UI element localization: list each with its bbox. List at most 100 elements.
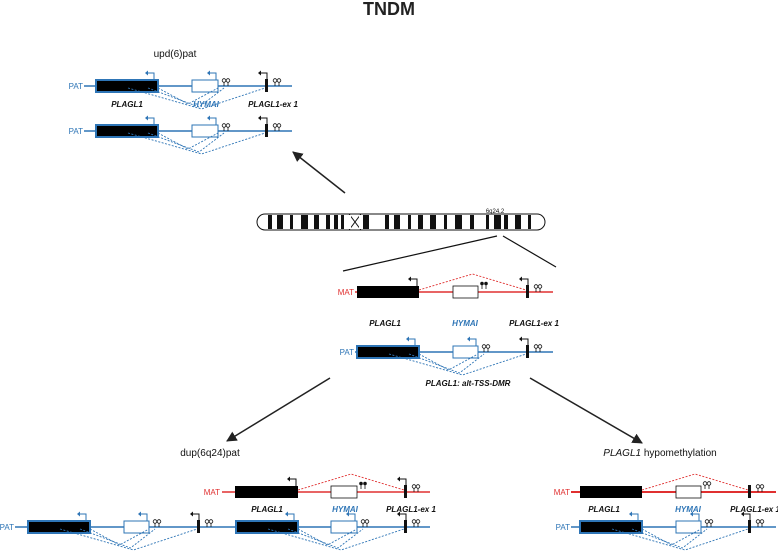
plagl1-ex1-bar bbox=[748, 485, 751, 498]
methylated-cpg-head bbox=[363, 481, 367, 486]
dup-hymai-label: HYMAI bbox=[332, 505, 359, 514]
plagl1-exon-block bbox=[579, 520, 643, 534]
ex1-tss-arrow-head bbox=[519, 276, 522, 282]
splice-ex1 bbox=[388, 353, 527, 376]
chromosome-band bbox=[515, 215, 521, 229]
chromosome-band bbox=[430, 215, 436, 229]
hymai-tss-arrow bbox=[349, 513, 356, 521]
chromosome-band bbox=[341, 215, 344, 229]
chromosome-band bbox=[277, 215, 283, 229]
hypo-pat-track bbox=[571, 511, 776, 551]
unmethylated-cpg-head bbox=[156, 519, 162, 524]
chromosome-band-label: 6q24.2 bbox=[486, 209, 505, 215]
ex1-tss-arrow-head bbox=[190, 511, 193, 517]
unmethylated-cpg-head bbox=[208, 519, 214, 524]
hymai-tss-arrow-head bbox=[207, 115, 210, 121]
plagl1-tss-arrow-head bbox=[406, 336, 409, 342]
unmethylated-cpg-head bbox=[704, 519, 710, 524]
methylated-cpg-head bbox=[484, 281, 488, 286]
ex1-tss-arrow-head bbox=[397, 476, 400, 482]
upd-pat-label-1: PAT bbox=[69, 82, 83, 91]
chromosome-6-ideogram bbox=[256, 213, 546, 231]
plagl1-ex1-bar bbox=[265, 79, 268, 92]
ex1-tss-arrow-head bbox=[741, 511, 744, 517]
plagl1-exon-block bbox=[27, 520, 91, 534]
plagl1-tss-arrow-head bbox=[408, 276, 411, 282]
plagl1-tss-arrow bbox=[409, 338, 416, 346]
chromosome-band bbox=[504, 215, 508, 229]
splice-hymai bbox=[157, 132, 219, 150]
splice-alt bbox=[631, 528, 708, 549]
splice-alt bbox=[147, 87, 225, 108]
dup-panel-label: dup(6q24)pat bbox=[180, 448, 240, 459]
upd-pat-label-2: PAT bbox=[69, 127, 83, 136]
ex1-tss-arrow bbox=[261, 117, 268, 125]
zoom-line-right bbox=[502, 235, 557, 268]
unmethylated-cpg-head bbox=[537, 344, 543, 349]
ex1-tss-arrow bbox=[400, 513, 407, 521]
ex1-tss-arrow-head bbox=[258, 115, 261, 121]
splice-alt bbox=[408, 353, 485, 374]
chromosome-band bbox=[362, 215, 369, 229]
ex1-tss-arrow-head bbox=[258, 70, 261, 76]
splice-ex1 bbox=[267, 528, 405, 551]
unmethylated-cpg-head bbox=[276, 78, 282, 83]
maternal-splice-arc bbox=[297, 473, 405, 491]
plagl1-exon-block bbox=[357, 286, 419, 298]
plagl1-tss-arrow-head bbox=[287, 476, 290, 482]
hypo-plagl1-ex1-label: PLAGL1-ex 1 bbox=[730, 505, 778, 514]
plagl1-tss-arrow bbox=[80, 513, 87, 521]
ex1-tss-arrow-head bbox=[519, 336, 522, 342]
chromosome-band bbox=[326, 215, 330, 229]
diagram-title: TNDM bbox=[363, 0, 415, 19]
maternal-splice-arc bbox=[641, 473, 749, 491]
hymai-box bbox=[675, 485, 702, 499]
unmethylated-cpg-head bbox=[533, 284, 539, 289]
chromosome-band bbox=[444, 215, 447, 229]
splice-hymai bbox=[297, 528, 358, 546]
plagl1-tss-arrow-head bbox=[285, 511, 288, 517]
unmethylated-cpg-head bbox=[411, 484, 417, 489]
center-mat-label: MAT bbox=[338, 288, 354, 297]
unmethylated-cpg-head bbox=[481, 344, 487, 349]
chromosome-band bbox=[314, 215, 319, 229]
hymai-tss-arrow-head bbox=[690, 511, 693, 517]
unmethylated-cpg-head bbox=[706, 481, 712, 486]
centromere-gap bbox=[359, 215, 363, 229]
plagl1-exon-block bbox=[235, 486, 298, 498]
hypomethylation-text: hypomethylation bbox=[641, 448, 717, 459]
splice-alt bbox=[287, 528, 364, 549]
zoom-line-left bbox=[342, 235, 498, 272]
unmethylated-cpg-head bbox=[360, 519, 366, 524]
unmethylated-cpg-head bbox=[152, 519, 158, 524]
upd-plagl1-label: PLAGL1 bbox=[111, 100, 143, 109]
hymai-box bbox=[452, 345, 479, 359]
dup-plagl1-ex1-label: PLAGL1-ex 1 bbox=[386, 505, 436, 514]
hymai-box bbox=[452, 285, 479, 299]
unmethylated-cpg-head bbox=[415, 484, 421, 489]
hymai-box bbox=[191, 79, 219, 93]
arrow-to-upd bbox=[292, 151, 346, 194]
center-plagl1-label: PLAGL1 bbox=[369, 319, 401, 328]
dup-pat-label: PAT bbox=[0, 523, 14, 532]
unmethylated-cpg-head bbox=[221, 123, 227, 128]
plagl1-tss-arrow-head bbox=[629, 511, 632, 517]
centromere-gap bbox=[347, 215, 351, 229]
chromosome-band bbox=[455, 215, 462, 229]
unmethylated-cpg-head bbox=[221, 78, 227, 83]
plagl1-exon-block bbox=[580, 486, 642, 498]
plagl1-tss-arrow bbox=[290, 478, 297, 486]
plagl1-ex1-bar bbox=[404, 485, 407, 498]
hypo-plagl1-label: PLAGL1 bbox=[588, 505, 620, 514]
methylated-cpg-head bbox=[480, 281, 484, 286]
plagl1-tss-arrow bbox=[148, 117, 155, 125]
unmethylated-cpg-head bbox=[759, 519, 765, 524]
center-plagl1-ex1-label: PLAGL1-ex 1 bbox=[509, 319, 559, 328]
chromosome-band bbox=[486, 215, 489, 229]
chromosome-band bbox=[334, 215, 338, 229]
hymai-box bbox=[123, 520, 150, 534]
chromosome-band bbox=[408, 215, 411, 229]
plagl1-exon-block bbox=[95, 124, 159, 138]
